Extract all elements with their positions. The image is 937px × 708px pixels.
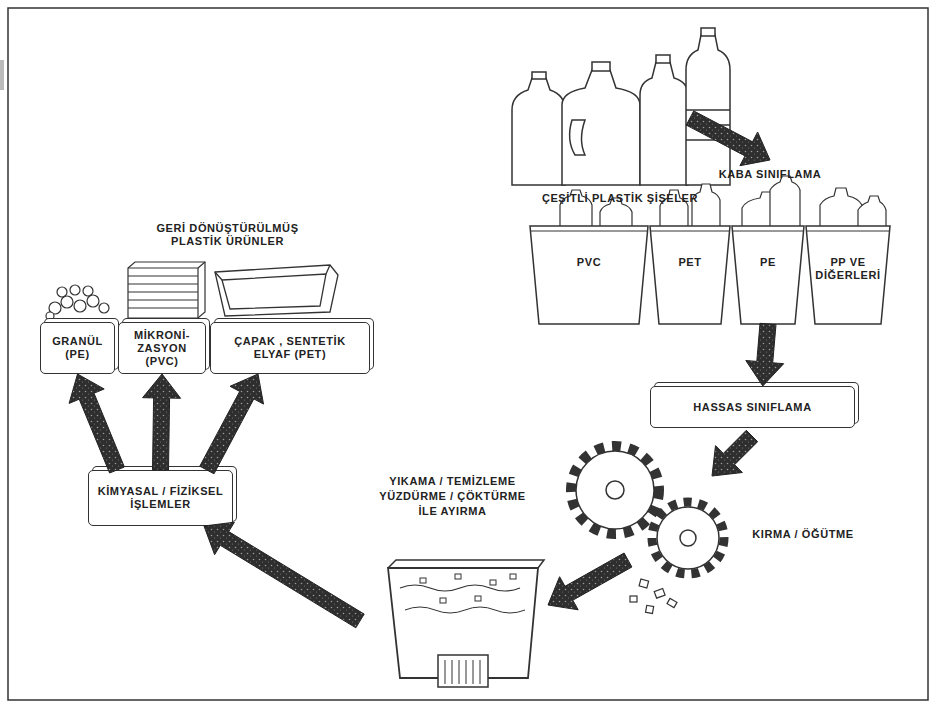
bin-outline xyxy=(732,226,804,324)
sorting-bin: PP VE DİĞERLERİ xyxy=(806,226,890,324)
bin-outline xyxy=(650,226,730,324)
caption-label: ÇEŞİTLİ PLASTİK ŞİŞELER xyxy=(505,192,735,205)
flow-arrow xyxy=(204,522,364,628)
sorting-bin: PET xyxy=(650,226,730,324)
bin-outline xyxy=(530,226,648,324)
node-text: PE xyxy=(760,256,776,269)
node-text: HASSAS SINIFLAMA xyxy=(693,401,811,414)
tank-outline xyxy=(360,470,545,692)
flow-arrow xyxy=(712,430,758,476)
sheet-stack xyxy=(128,262,205,318)
flow-arrow xyxy=(686,111,770,166)
node-text: PET xyxy=(678,256,701,269)
sorting-bin: PVC xyxy=(530,226,648,324)
node-text: KİMYASAL / FİZİKSEL İŞLEMLER xyxy=(93,485,228,511)
product-box: MİKRONİ- ZASYON (PVC) xyxy=(118,322,206,374)
scan-mark xyxy=(0,60,4,90)
node-text: GRANÜL (PE) xyxy=(45,335,110,361)
flow-arrow xyxy=(143,374,181,470)
container-tray xyxy=(215,265,338,316)
frame xyxy=(8,8,928,700)
step-label: KABA SINIFLAMA xyxy=(700,168,840,181)
node-text: PP VE DİĞERLERİ xyxy=(806,256,890,282)
process-box: HASSAS SINIFLAMA xyxy=(650,386,855,428)
bottles xyxy=(512,28,730,185)
flow-arrow xyxy=(746,323,784,386)
flow-arrow xyxy=(69,374,124,473)
node-text: MİKRONİ- ZASYON (PVC) xyxy=(123,329,201,368)
washing-tank: YIKAMA / TEMİZLEME YÜZDÜRME / ÇÖKTÜRME İ… xyxy=(360,470,545,692)
process-box: KİMYASAL / FİZİKSEL İŞLEMLER xyxy=(88,470,233,526)
granules xyxy=(46,285,109,320)
step-label: GERİ DÖNÜŞTÜRÜLMÜŞ PLASTİK ÜRÜNLER xyxy=(140,222,315,248)
step-label: KIRMA / ÖĞÜTME xyxy=(738,528,868,541)
step-heading: YIKAMA / TEMİZLEME YÜZDÜRME / ÇÖKTÜRME İ… xyxy=(378,474,528,519)
flow-arrow xyxy=(548,553,632,610)
product-box: ÇAPAK , SENTETİK ELYAF (PET) xyxy=(210,322,370,374)
product-box: GRANÜL (PE) xyxy=(40,322,115,374)
flakes xyxy=(630,579,677,613)
flow-arrow xyxy=(200,374,264,474)
crusher-gears xyxy=(571,446,724,574)
node-text: ÇAPAK , SENTETİK ELYAF (PET) xyxy=(215,335,365,361)
node-text: PVC xyxy=(577,256,601,269)
sorting-bin: PE xyxy=(732,226,804,324)
